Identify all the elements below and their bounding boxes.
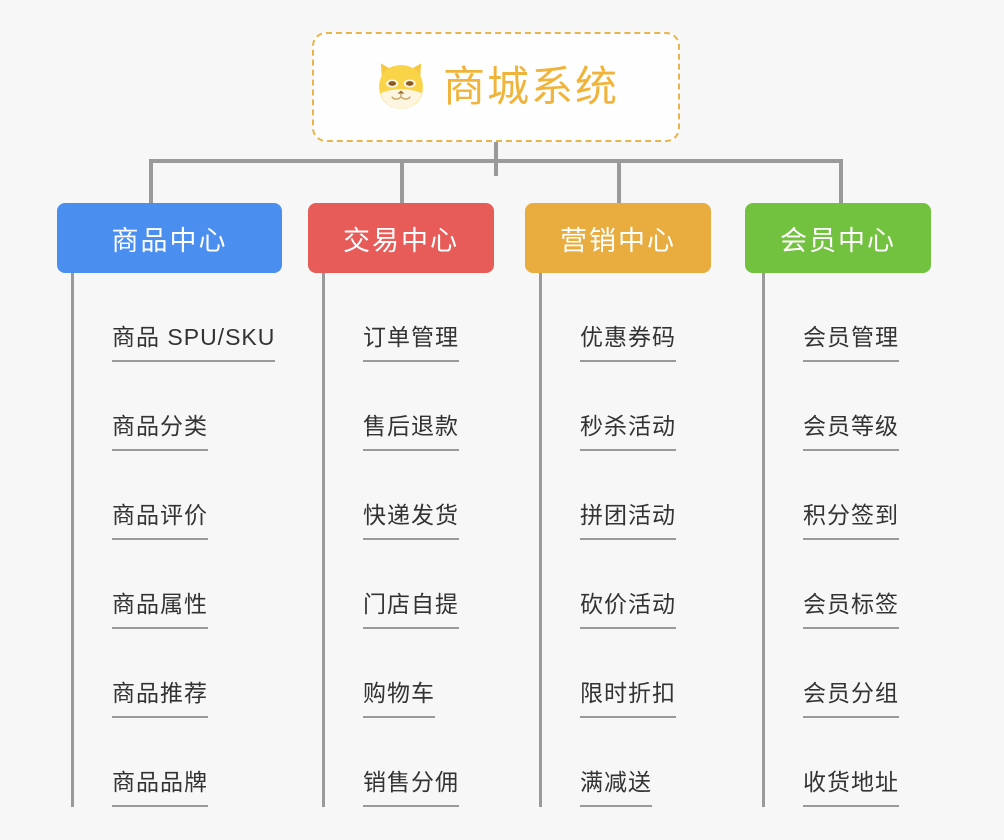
connector-drop-1 xyxy=(400,159,404,205)
leaf-label: 秒杀活动 xyxy=(580,407,676,451)
leaf-list-3: 会员管理 会员等级 积分签到 会员标签 会员分组 收货地址 xyxy=(762,273,931,807)
leaf-label: 快递发货 xyxy=(363,496,459,540)
leaf-item[interactable]: 售后退款 xyxy=(329,362,494,451)
root-title: 商城系统 xyxy=(442,63,619,110)
category-header-0[interactable]: 商品中心 xyxy=(57,203,282,273)
leaf-item[interactable]: 商品评价 xyxy=(78,451,282,540)
leaf-item[interactable]: 会员分组 xyxy=(769,629,931,718)
leaf-label: 会员等级 xyxy=(803,407,899,451)
leaf-item[interactable]: 商品属性 xyxy=(78,540,282,629)
leaf-label: 砍价活动 xyxy=(580,585,676,629)
leaf-item[interactable]: 商品分类 xyxy=(78,362,282,451)
category-column-商品中心: 商品中心 商品 SPU/SKU 商品分类 商品评价 商品属性 商品推荐 商品品牌 xyxy=(57,203,282,807)
leaf-label: 会员标签 xyxy=(803,585,899,629)
leaf-label: 收货地址 xyxy=(803,763,899,807)
leaf-list-0: 商品 SPU/SKU 商品分类 商品评价 商品属性 商品推荐 商品品牌 xyxy=(71,273,282,807)
leaf-list-1: 订单管理 售后退款 快递发货 门店自提 购物车 销售分佣 xyxy=(322,273,494,807)
leaf-item[interactable]: 订单管理 xyxy=(329,273,494,362)
leaf-item[interactable]: 收货地址 xyxy=(769,718,931,807)
leaf-item[interactable]: 积分签到 xyxy=(769,451,931,540)
leaf-label: 商品推荐 xyxy=(112,674,208,718)
leaf-label: 商品评价 xyxy=(112,496,208,540)
leaf-label: 会员管理 xyxy=(803,318,899,362)
leaf-item[interactable]: 满减送 xyxy=(546,718,711,807)
leaf-label: 商品品牌 xyxy=(112,763,208,807)
leaf-label: 满减送 xyxy=(580,763,652,807)
leaf-item[interactable]: 快递发货 xyxy=(329,451,494,540)
root-node[interactable]: 商城系统 xyxy=(312,32,680,142)
category-header-2[interactable]: 营销中心 xyxy=(525,203,711,273)
shiba-inu-icon xyxy=(379,63,423,109)
connector-drop-2 xyxy=(617,159,621,205)
leaf-label: 拼团活动 xyxy=(580,496,676,540)
leaf-item[interactable]: 砍价活动 xyxy=(546,540,711,629)
leaf-label: 商品属性 xyxy=(112,585,208,629)
leaf-item[interactable]: 销售分佣 xyxy=(329,718,494,807)
leaf-list-2: 优惠券码 秒杀活动 拼团活动 砍价活动 限时折扣 满减送 xyxy=(539,273,711,807)
leaf-label: 销售分佣 xyxy=(363,763,459,807)
category-column-交易中心: 交易中心 订单管理 售后退款 快递发货 门店自提 购物车 销售分佣 xyxy=(308,203,494,807)
category-header-1[interactable]: 交易中心 xyxy=(308,203,494,273)
category-column-会员中心: 会员中心 会员管理 会员等级 积分签到 会员标签 会员分组 收货地址 xyxy=(745,203,931,807)
leaf-label: 售后退款 xyxy=(363,407,459,451)
connector-drop-3 xyxy=(839,159,843,205)
leaf-item[interactable]: 会员标签 xyxy=(769,540,931,629)
connector-bus xyxy=(149,159,843,163)
leaf-item[interactable]: 会员等级 xyxy=(769,362,931,451)
leaf-label: 积分签到 xyxy=(803,496,899,540)
leaf-item[interactable]: 会员管理 xyxy=(769,273,931,362)
connector-drop-0 xyxy=(149,159,153,205)
leaf-item[interactable]: 门店自提 xyxy=(329,540,494,629)
category-header-3[interactable]: 会员中心 xyxy=(745,203,931,273)
leaf-label: 会员分组 xyxy=(803,674,899,718)
leaf-label: 门店自提 xyxy=(363,585,459,629)
leaf-item[interactable]: 商品 SPU/SKU xyxy=(78,273,282,362)
leaf-label: 商品 SPU/SKU xyxy=(112,318,276,362)
leaf-item[interactable]: 商品品牌 xyxy=(78,718,282,807)
leaf-item[interactable]: 商品推荐 xyxy=(78,629,282,718)
leaf-label: 商品分类 xyxy=(112,407,208,451)
leaf-label: 限时折扣 xyxy=(580,674,676,718)
category-column-营销中心: 营销中心 优惠券码 秒杀活动 拼团活动 砍价活动 限时折扣 满减送 xyxy=(525,203,711,807)
leaf-item[interactable]: 拼团活动 xyxy=(546,451,711,540)
leaf-label: 优惠券码 xyxy=(580,318,676,362)
leaf-item[interactable]: 优惠券码 xyxy=(546,273,711,362)
leaf-item[interactable]: 限时折扣 xyxy=(546,629,711,718)
leaf-item[interactable]: 秒杀活动 xyxy=(546,362,711,451)
leaf-item[interactable]: 购物车 xyxy=(329,629,494,718)
leaf-label: 购物车 xyxy=(363,674,435,718)
leaf-label: 订单管理 xyxy=(363,318,459,362)
